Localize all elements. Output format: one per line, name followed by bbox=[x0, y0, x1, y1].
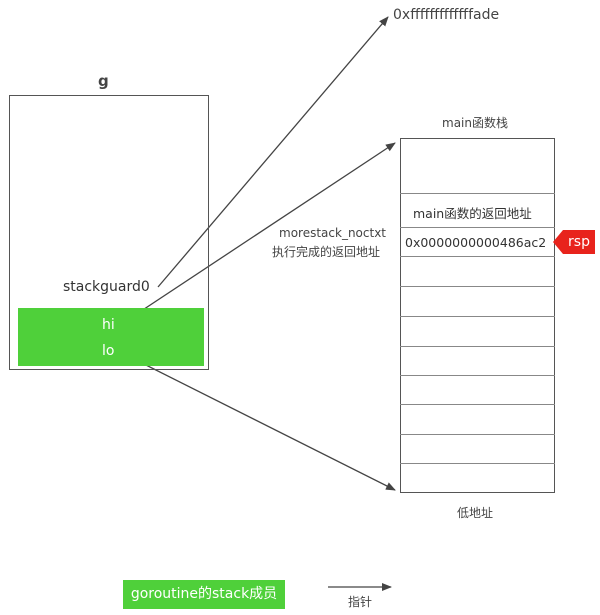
lo-pointer-arrow bbox=[119, 351, 396, 491]
rsp-pointer-icon bbox=[553, 230, 563, 254]
stack-slot-divider bbox=[400, 404, 555, 405]
stack-slot-divider bbox=[400, 256, 555, 257]
stackguard0-value-label: 0xfffffffffffffade bbox=[393, 7, 500, 23]
morestack-label-line1: morestack_noctxt bbox=[279, 226, 386, 240]
stack-slot-divider bbox=[400, 375, 555, 376]
legend-pointer-label: 指针 bbox=[348, 595, 373, 609]
stackguard0-field: stackguard0 bbox=[63, 279, 150, 295]
return-address-slot: main函数的返回地址 bbox=[413, 206, 532, 221]
stack-slot-divider bbox=[400, 316, 555, 317]
low-address-label: 低地址 bbox=[457, 506, 494, 520]
main-stack-box bbox=[400, 138, 555, 493]
stack-slot-divider bbox=[400, 463, 555, 464]
stack-member-highlight bbox=[18, 308, 204, 366]
stack-slot-divider bbox=[400, 286, 555, 287]
stack-slot-divider bbox=[400, 434, 555, 435]
hi-field: hi bbox=[102, 317, 115, 333]
lo-field: lo bbox=[102, 343, 115, 359]
stack-slot-divider bbox=[400, 346, 555, 347]
main-stack-title: main函数栈 bbox=[442, 116, 508, 130]
stack-slot-divider bbox=[400, 227, 555, 228]
g-struct-box bbox=[9, 95, 209, 370]
g-struct-title: g bbox=[98, 72, 109, 90]
hi-pointer-arrow bbox=[119, 142, 396, 326]
morestack-label-line2: 执行完成的返回地址 bbox=[272, 245, 381, 259]
legend-stack-member: goroutine的stack成员 bbox=[123, 580, 285, 609]
rsp-slot-value: 0x0000000000486ac2 bbox=[405, 235, 547, 250]
rsp-badge: rsp bbox=[563, 230, 595, 254]
stack-slot-divider bbox=[400, 193, 555, 194]
stackguard0-pointer-arrow bbox=[157, 16, 389, 288]
